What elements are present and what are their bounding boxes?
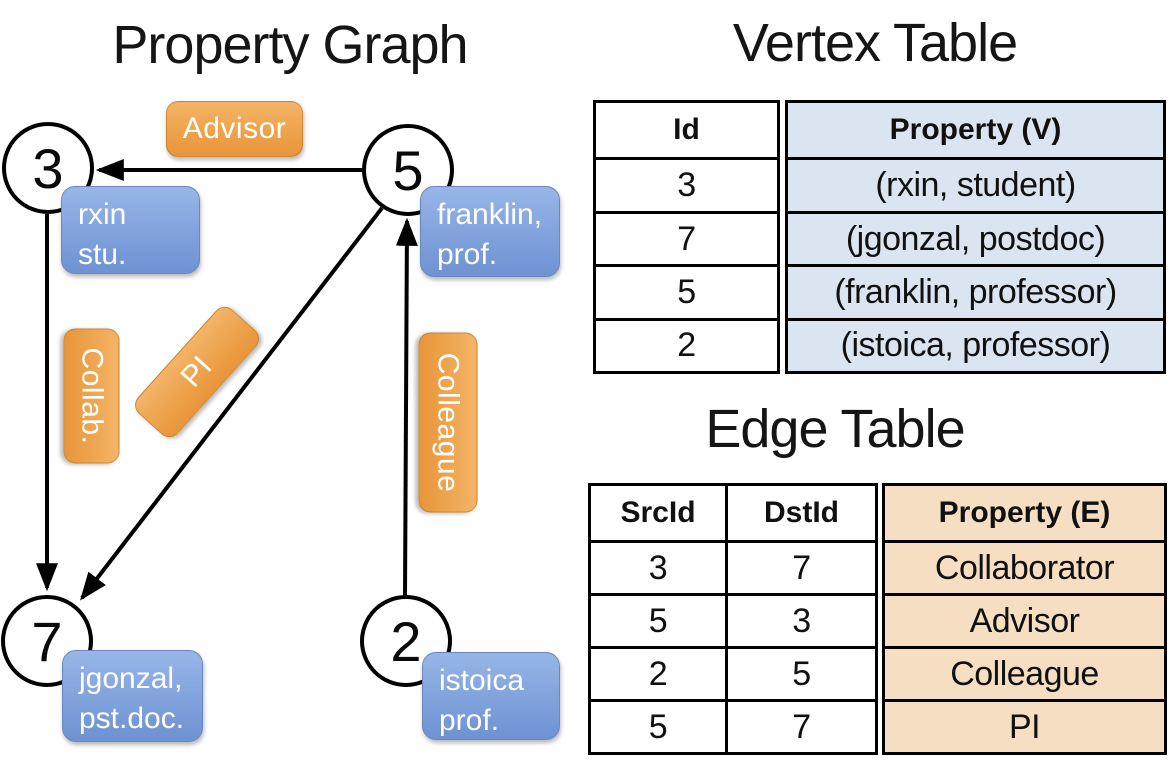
vertex-table-id-cell: 2 [596,317,777,371]
edge-table-dst-cell: 5 [792,654,811,693]
vertex-prop-box-franklin: franklin, prof. [420,186,560,277]
edge-table-title: Edge Table [705,399,965,459]
node-id-label: 5 [392,138,424,202]
edge-table-header-srcid: SrcId [591,486,728,540]
vertex-prop-line: prof. [437,237,498,271]
edge-table-src-cell: 5 [591,596,728,646]
edge-line-pi-5-to-7 [80,206,384,601]
edge-line-colleague-2-to-5 [395,217,418,597]
edge-label-colleague: Colleague [418,332,478,513]
vertex-table-property-cell: (jgonzal, postdoc) [788,210,1163,264]
edge-table-dst-cell: 3 [792,601,811,640]
edge-table-property-cell: Advisor [885,593,1164,646]
edge-table-row: 3 7 [591,540,875,593]
vertex-table-property-cell: (franklin, professor) [788,264,1163,317]
vertex-table-id-cell: 3 [596,157,777,210]
edge-table-src-dst-columns: SrcId DstId 3 7 5 3 2 5 5 7 [588,483,878,755]
edge-table-property-cell: Collaborator [885,540,1164,593]
node-id-label: 2 [390,609,422,673]
vertex-prop-box-istoica: istoica prof. [422,652,560,740]
edge-table-src-cell: 2 [591,649,728,699]
edge-table-dst-cell: 7 [792,548,811,587]
edge-table-row: 5 7 [591,699,875,752]
vertex-prop-line: jgonzal, [79,662,183,695]
edge-table-property-cell: PI [885,699,1164,752]
vertex-prop-line: stu. [78,237,127,271]
edge-label-text: Colleague [432,352,465,493]
vertex-table-property-cell: (rxin, student) [788,157,1163,210]
edge-label-text: PI [174,349,219,394]
edge-table-src-cell: 5 [591,702,728,752]
edge-table-row: 2 5 [591,646,875,699]
edge-table-header-row: SrcId DstId [591,486,875,540]
edge-label-advisor: Advisor [166,101,303,157]
edge-table-dst-cell: 7 [792,707,811,746]
vertex-table-id-cell: 5 [596,264,777,317]
edge-table-property-cell: Colleague [885,646,1164,699]
vertex-table-header-id: Id [673,113,700,147]
property-graph-title: Property Graph [112,15,468,75]
vertex-table-id-column: Id 3 7 5 2 [593,100,780,374]
graph-node-5: 5 [362,124,454,216]
graph-node-3: 3 [2,122,94,214]
edge-table-src-cell: 3 [591,543,728,593]
vertex-table-property-cell: (istoica, professor) [788,317,1163,371]
edge-table-header-dstid: DstId [764,496,839,529]
vertex-table-header-property: Property (V) [889,113,1062,147]
vertex-prop-line: rxin [78,198,127,231]
vertex-prop-line: prof. [439,703,500,737]
vertex-prop-line: pst.doc. [79,701,185,735]
edge-table-row: 5 3 [591,593,875,646]
edge-label-text: Collab. [75,347,109,445]
node-id-label: 3 [32,136,64,200]
vertex-prop-box-rxin: rxin stu. [61,186,200,274]
edge-label-text: Advisor [182,112,287,145]
node-id-label: 7 [31,609,63,673]
edge-table-header-property: Property (E) [938,496,1111,529]
vertex-prop-line: franklin, [437,198,543,231]
vertex-table-id-cell: 7 [596,210,777,264]
edge-table-property-column: Property (E) Collaborator Advisor Collea… [882,483,1167,755]
vertex-prop-line: istoica [439,664,525,697]
vertex-table-title: Vertex Table [732,13,1018,73]
vertex-prop-box-jgonzal: jgonzal, pst.doc. [62,650,203,742]
edge-label-collab: Collab. [63,328,120,464]
vertex-table-property-column: Property (V) (rxin, student) (jgonzal, p… [785,100,1166,374]
